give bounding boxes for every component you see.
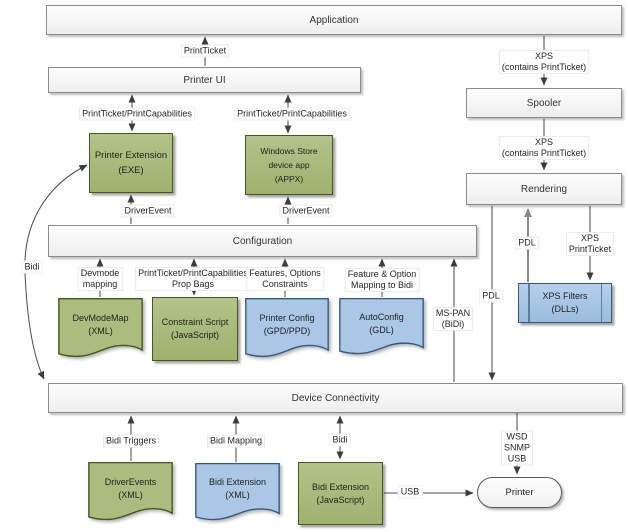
printer-config-line1: Printer Config — [259, 313, 315, 324]
xps-contains-top-label: XPS (contains PrintTicket) — [498, 50, 590, 74]
bidi-extension-js-box: Bidi Extension (JavaScript) — [298, 462, 383, 525]
ms-pan-label: MS-PAN (BiDi) — [432, 307, 474, 331]
driverevents-line2: (XML) — [118, 489, 143, 500]
driverevents-line1: DriverEvents — [104, 476, 157, 487]
application-bar: Application — [46, 5, 622, 35]
printer-config-doc: Printer Config (GPD/PPD) — [245, 298, 329, 360]
store-app-line3: (APPX) — [274, 174, 304, 184]
constraint-script-line1: Constraint Script — [161, 317, 229, 327]
driverevent-right-label: DriverEvent — [279, 204, 333, 218]
bidi-triggers-label: Bidi Triggers — [102, 434, 160, 448]
document-shape — [245, 298, 329, 360]
ptpc-left-label: PrintTicket/PrintCapabilities — [79, 107, 195, 121]
printticket-label: PrintTicket — [180, 44, 230, 58]
configuration-bar: Configuration — [48, 225, 477, 257]
store-device-app-box: Windows Store device app (APPX) — [245, 135, 333, 195]
usb-label: USB — [397, 485, 423, 499]
xps-filters-box: XPS Filters (DLLs) — [518, 283, 612, 323]
bidi-extension-js-line1: Bidi Extension — [311, 481, 370, 492]
document-shape — [339, 298, 424, 357]
spooler-label: Spooler — [526, 97, 562, 109]
devmodemap-line2: (XML) — [88, 326, 113, 337]
xps-contains-mid-label: XPS (contains PrintTicket) — [498, 136, 590, 160]
feature-option-bidi-label: Feature & Option Mapping to Bidi — [344, 268, 420, 292]
xps-filters-line1: XPS Filters — [542, 291, 588, 301]
printer-extension-box: Printer Extension (EXE) — [89, 133, 173, 193]
pdl-mid-label: PDL — [515, 236, 539, 250]
bidi-bottom-label: Bidi — [329, 433, 351, 447]
document-shape — [88, 462, 173, 523]
driverevent-left-label: DriverEvent — [121, 204, 175, 218]
rendering-label: Rendering — [520, 183, 568, 195]
features-constraints-label: Features, Options Constraints — [246, 267, 324, 291]
bidi-extension-js-line2: (JavaScript) — [316, 494, 365, 505]
configuration-label: Configuration — [232, 235, 293, 247]
store-app-line1: Windows Store — [260, 146, 318, 156]
store-app-line2: device app — [268, 160, 310, 170]
autoconfig-line1: AutoConfig — [359, 311, 404, 322]
bidi-left-label: Bidi — [21, 260, 43, 274]
bidi-extension-xml-line1: Bidi Extension — [208, 477, 267, 488]
constraint-script-line2: (JavaScript) — [170, 330, 219, 340]
xps-filters-line2: (DLLs) — [551, 304, 579, 314]
devmode-mapping-label: Devmode mapping — [77, 267, 123, 291]
bidi-mapping-label: Bidi Mapping — [206, 434, 266, 448]
document-shape — [58, 298, 143, 360]
device-connectivity-label: Device Connectivity — [291, 392, 380, 404]
xps-printticket-label: XPS PrintTicket — [565, 232, 615, 256]
autoconfig-line2: (GDL) — [369, 324, 394, 335]
spooler-box: Spooler — [466, 88, 622, 118]
xps-filters-left-bar — [528, 284, 530, 322]
printer-extension-line1: Printer Extension — [94, 150, 168, 161]
autoconfig-doc: AutoConfig (GDL) — [339, 298, 424, 357]
printer-ui-label: Printer UI — [183, 74, 226, 86]
devmodemap-doc: DevModeMap (XML) — [58, 298, 143, 360]
printer-extension-line2: (EXE) — [118, 165, 144, 176]
device-connectivity-bar: Device Connectivity — [48, 383, 623, 413]
wsd-snmp-usb-label: WSD SNMP USB — [500, 430, 534, 466]
printer-ui-bar: Printer UI — [48, 67, 361, 93]
pdl-left-label: PDL — [479, 289, 503, 303]
rendering-box: Rendering — [466, 173, 622, 205]
devmodemap-line1: DevModeMap — [72, 313, 129, 324]
printer-label: Printer — [505, 487, 534, 498]
constraint-script-box: Constraint Script (JavaScript) — [152, 297, 238, 361]
bidi-extension-xml-line2: (XML) — [225, 490, 250, 501]
driverevents-doc: DriverEvents (XML) — [88, 462, 173, 523]
prop-bags-label: PrintTicket/PrintCapabilities Prop Bags — [135, 267, 251, 291]
bidi-extension-xml-doc: Bidi Extension (XML) — [195, 463, 280, 523]
application-label: Application — [309, 14, 359, 26]
printer-config-line2: (GPD/PPD) — [263, 326, 311, 337]
ptpc-right-label: PrintTicket/PrintCapabilities — [234, 107, 350, 121]
printer-node: Printer — [477, 477, 562, 508]
document-shape — [195, 463, 280, 523]
xps-filters-right-bar — [600, 284, 602, 322]
